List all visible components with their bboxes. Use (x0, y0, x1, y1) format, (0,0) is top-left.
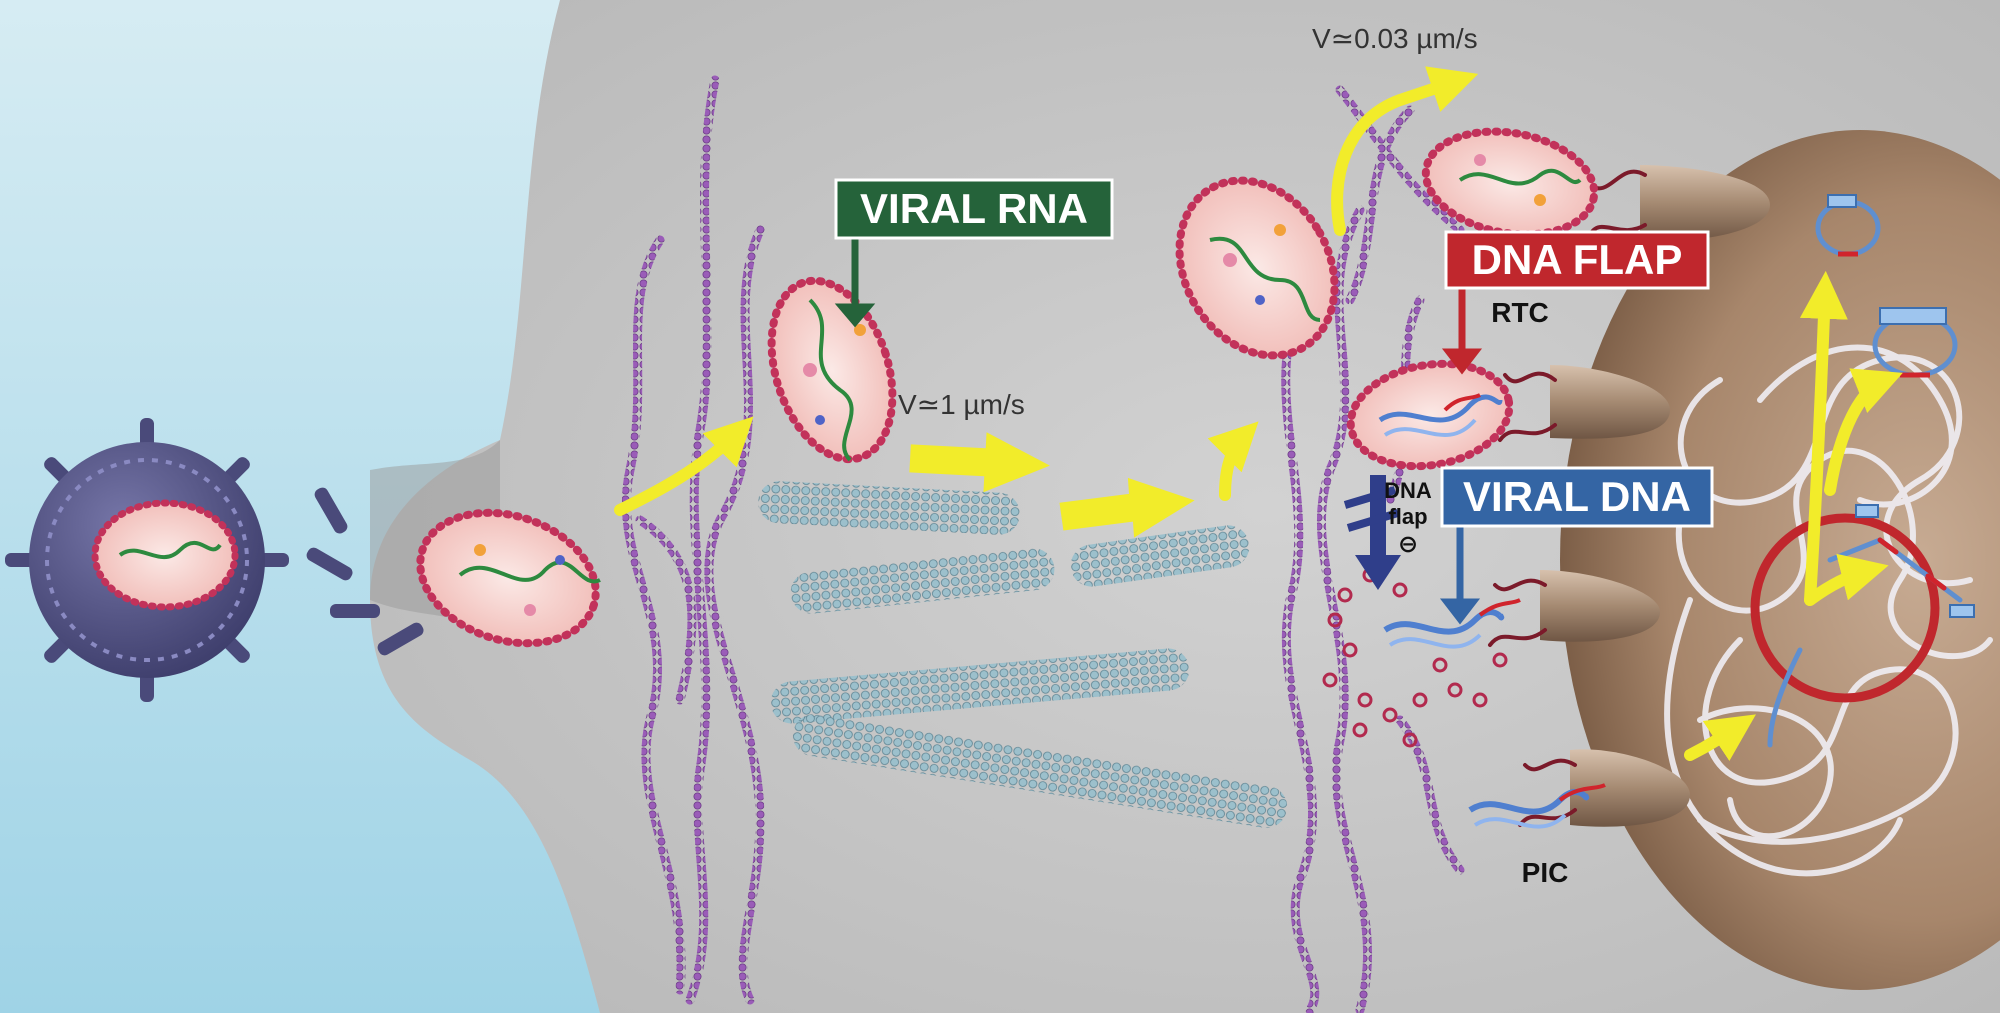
actin-filament (1316, 205, 1373, 1013)
callout-pointers (834, 237, 1483, 625)
nuclear-pore-2 (1550, 365, 1670, 439)
dna-flap-label: DNA FLAP (1472, 236, 1683, 283)
dna-flap-minus-line1: DNA (1384, 478, 1432, 503)
actin-filament (704, 225, 765, 1005)
integrated-provirus (1767, 504, 1975, 748)
viral-rna-label: VIRAL RNA (860, 185, 1088, 232)
microtubule (1070, 525, 1250, 587)
capsid-entering (416, 508, 601, 648)
capsid (91, 499, 239, 611)
actin-filament (621, 235, 686, 995)
integration-site-highlight (1750, 513, 1940, 703)
nuclear-pore-1 (1640, 165, 1770, 242)
capsid-top-left (1175, 176, 1339, 360)
speed-slow-label: V≃0.03 µm/s (1312, 23, 1478, 54)
pore-filaments (1488, 169, 1647, 827)
viral-dna-label: VIRAL DNA (1463, 473, 1691, 520)
circular-dna-1 (1815, 194, 1881, 257)
microtubule (792, 714, 1288, 828)
released-capsid-proteins (1322, 567, 1508, 748)
nuclear-pore-4 (1570, 749, 1690, 827)
movement-arrows (614, 66, 1903, 761)
circular-dna-2 (1872, 307, 1958, 378)
pic-label: PIC (1522, 857, 1569, 888)
viral-dna-callout: VIRAL DNA (1440, 466, 1714, 528)
microtubules (758, 481, 1288, 828)
actin-filament (635, 515, 697, 705)
uncoated-pic (1383, 598, 1521, 649)
nuclear-pore-3 (1540, 570, 1660, 642)
actin-filament (685, 75, 720, 1005)
fast-transport-arrows (909, 432, 1195, 538)
actin-filament (1281, 295, 1320, 1013)
pic-complex (1468, 783, 1606, 829)
capsid-rtc (1346, 359, 1514, 471)
actin-filament (1345, 105, 1415, 305)
virion-1 (5, 418, 289, 702)
dna-flap-block-arrow (1343, 475, 1401, 590)
actin-filament (1335, 85, 1465, 235)
actin-filaments (621, 75, 1465, 1013)
actin-filament (1395, 715, 1465, 875)
viral-rna-callout: VIRAL RNA (834, 178, 1114, 240)
dna-flap-callout: DNA FLAP (1444, 230, 1710, 290)
microtubule (758, 481, 1020, 535)
minus-symbol: ⊖ (1398, 531, 1418, 558)
microtubule (770, 648, 1190, 724)
dna-flap-minus-line2: flap (1388, 504, 1427, 529)
microtubule (790, 548, 1055, 614)
rtc-label: RTC (1491, 297, 1549, 328)
speed-fast-label: V≃1 µm/s (898, 389, 1025, 420)
capsid-viral-rna (767, 276, 897, 464)
